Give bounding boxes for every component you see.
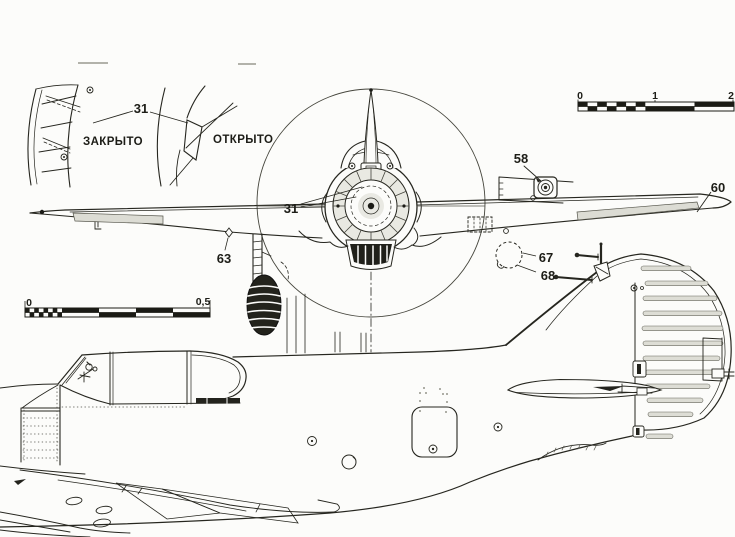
rudder: [630, 265, 735, 439]
scale-right-tick-1: 1: [652, 90, 658, 102]
wing-fillet: [0, 469, 340, 537]
callout-63-marker: [224, 227, 234, 251]
main-wheel: [246, 274, 282, 336]
detail-58-filler-cap: [498, 165, 574, 204]
callout-leaders: [696, 191, 712, 213]
scale-bar-top-right: 0 1 2: [577, 90, 735, 112]
callout-31-detail: 31: [134, 101, 148, 116]
callout-67: 67: [539, 250, 553, 265]
scale-left-tick-0: 0: [26, 297, 32, 309]
side-view: [0, 242, 735, 537]
fuselage-belly: [0, 430, 642, 528]
detail-cowl-flaps-closed: [27, 84, 94, 188]
landing-gear: [246, 233, 289, 336]
antenna-mast: [593, 242, 611, 282]
marker-landing-light: [495, 241, 537, 273]
rudder-rib-slots: [640, 265, 724, 439]
fuselage-forward: [0, 383, 86, 475]
front-right-wing: [416, 193, 732, 237]
propeller-hub: [367, 202, 375, 210]
callout-63: 63: [217, 251, 231, 266]
callout-31-detail-leaders: [92, 110, 189, 124]
scale-right-tick-0: 0: [577, 90, 583, 102]
label-cowl-closed: ЗАКРЫТО: [83, 136, 143, 148]
cowl-flap-ring: [332, 167, 410, 245]
callout-31-front: 31: [284, 201, 298, 216]
propeller-blade: [363, 88, 379, 164]
gunsight: [77, 361, 98, 383]
label-cowl-open: ОТКРЫТО: [213, 134, 273, 146]
tailwheel-fairing: [537, 442, 607, 461]
callout-68: 68: [541, 268, 555, 283]
riveted-panel: [20, 387, 61, 463]
mass-balance-rods: [553, 252, 599, 284]
front-left-wing: [29, 203, 326, 239]
detail-cowl-flaps-open: [156, 85, 238, 187]
callout-58: 58: [514, 151, 528, 166]
rudder-trim-tab: [702, 337, 735, 382]
access-panel: [411, 387, 458, 458]
rudder-hinge-brackets: [632, 360, 647, 438]
scale-right-tick-2: 2: [728, 90, 734, 102]
horizontal-stabilizer: [506, 378, 663, 399]
inspection-holes: [307, 422, 503, 470]
callout-60: 60: [711, 180, 725, 195]
cockpit-canopy: [57, 350, 247, 408]
scale-bar-mid-left: 0 0,5: [24, 296, 211, 318]
oil-cooler-intake: [345, 239, 397, 270]
front-view: [29, 88, 732, 354]
scale-left-tick-05: 0,5: [196, 296, 211, 308]
scan-artifacts: [78, 62, 256, 65]
